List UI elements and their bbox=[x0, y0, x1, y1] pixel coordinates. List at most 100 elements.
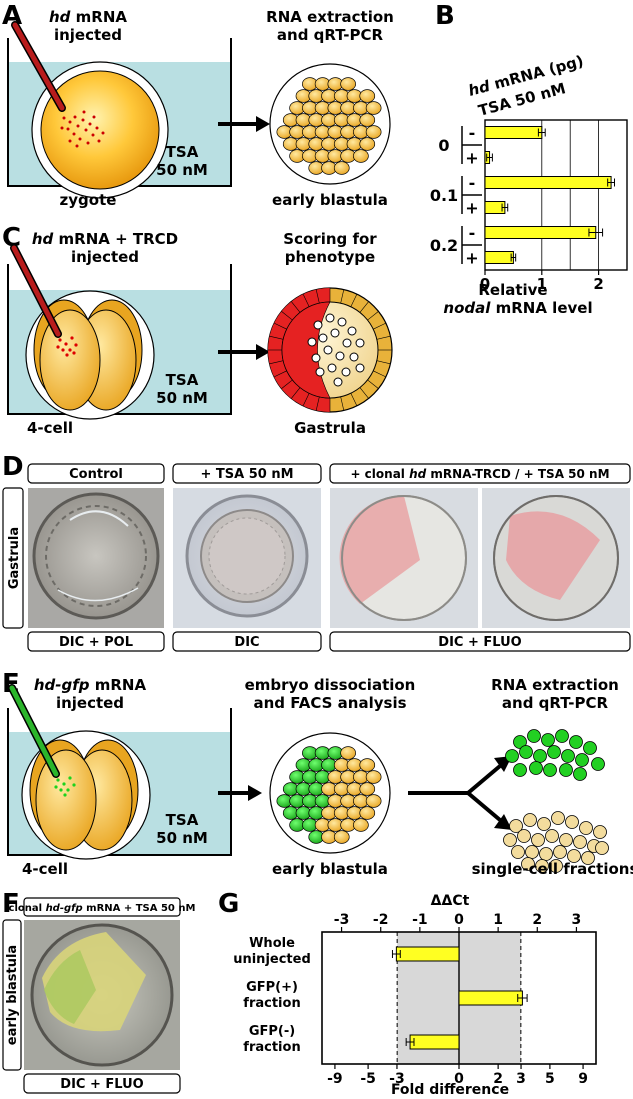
ectoderm-cell-border bbox=[367, 311, 379, 321]
split-arrow bbox=[408, 764, 502, 822]
gfp-negative-cell bbox=[509, 819, 523, 833]
blastomere bbox=[353, 818, 369, 832]
mesenchyme-cells bbox=[307, 313, 365, 387]
gfp-negative-cell bbox=[549, 859, 563, 873]
bottom-tick-label-g: -3 bbox=[389, 1071, 405, 1087]
panel-d-bottom-dicpol: DIC + POL bbox=[59, 635, 133, 650]
tsa-label-b: - bbox=[469, 174, 476, 193]
bar-b bbox=[484, 126, 543, 139]
gfp-negative-cell bbox=[525, 845, 539, 859]
blastomere bbox=[365, 101, 382, 115]
gfp-positive-cell bbox=[513, 763, 527, 777]
bar-g bbox=[458, 990, 523, 1006]
tsa-label-b: + bbox=[465, 149, 478, 168]
gastrula-diagram bbox=[267, 287, 393, 413]
blastomere bbox=[333, 830, 350, 844]
bar-b bbox=[484, 226, 597, 239]
gfp-negative-cell bbox=[559, 833, 573, 847]
gfp-negative-cell bbox=[565, 815, 579, 829]
panel-a-tsa-conc: 50 nM bbox=[156, 161, 208, 179]
ectoderm-cell-border bbox=[340, 289, 345, 304]
panel-e-mid-1: embryo dissociation bbox=[245, 676, 416, 694]
x-tick-label-b: 2 bbox=[593, 275, 603, 293]
blastomere bbox=[359, 89, 376, 103]
bottom-tick-label-g: 9 bbox=[578, 1071, 588, 1087]
category-label-g: GFP(+) bbox=[246, 980, 298, 995]
panel-c-tsa-conc: 50 nM bbox=[156, 389, 208, 407]
panel-d-side-gastrula: Gastrula bbox=[7, 527, 22, 589]
gfp-negative-cell bbox=[593, 825, 607, 839]
bottom-tick-label-g: 0 bbox=[454, 1071, 464, 1087]
panel-c-stage-gastrula: Gastrula bbox=[294, 419, 366, 437]
gfp-negative-cell bbox=[545, 829, 559, 843]
top-tick-label-g: 0 bbox=[454, 912, 464, 928]
gfp-negative-cell bbox=[581, 851, 595, 865]
ectoderm-cell-border bbox=[376, 335, 391, 340]
blastomere bbox=[365, 794, 382, 808]
zygote-egg bbox=[40, 70, 160, 190]
tsa-label-b: - bbox=[469, 224, 476, 243]
category-label-g: uninjected bbox=[233, 952, 311, 967]
panel-c-tsa: TSA bbox=[166, 371, 199, 389]
panel-e-right-1: RNA extraction bbox=[491, 676, 619, 694]
gfp-positive-cell bbox=[583, 741, 597, 755]
category-label-g: fraction bbox=[243, 1040, 300, 1055]
panel-a-injection-label: hd mRNA bbox=[49, 8, 127, 26]
gfp-positive-cell bbox=[541, 733, 555, 747]
blastomere bbox=[340, 746, 356, 760]
panel-b-xlabel-1: Relative bbox=[478, 281, 547, 299]
panel-a-stage-zygote: zygote bbox=[60, 191, 117, 209]
blastomere bbox=[359, 758, 376, 772]
panel-a-injection-label-2: injected bbox=[54, 26, 122, 44]
gfp-positive-cell bbox=[555, 729, 569, 743]
gfp-negative-cell bbox=[521, 857, 535, 871]
top-tick-label-g: -3 bbox=[334, 912, 350, 928]
photo-clonal-2 bbox=[482, 488, 630, 628]
panel-f-top-label: clonal hd-gfp mRNA + TSA 50 nM bbox=[9, 903, 196, 914]
culture-dish-e bbox=[7, 708, 232, 856]
ectoderm-cell-border bbox=[315, 289, 320, 304]
ectoderm-cell-border bbox=[291, 387, 301, 399]
gfp-positive-cell bbox=[529, 761, 543, 775]
panel-e-injection-label: hd-gfp mRNA bbox=[34, 676, 147, 694]
blastomere bbox=[333, 161, 350, 175]
gfp-positive-cell bbox=[513, 735, 527, 749]
gfp-negative-cell bbox=[553, 845, 567, 859]
gfp-positive-cell bbox=[527, 729, 541, 743]
bar-g bbox=[409, 1034, 460, 1050]
culture-dish-c bbox=[7, 264, 232, 415]
panel-e-right-2: and qRT-PCR bbox=[502, 694, 609, 712]
panel-e-injection-label-2: injected bbox=[56, 694, 124, 712]
photo-clonal-1 bbox=[330, 488, 478, 628]
gfp-positive-cell bbox=[547, 745, 561, 759]
panel-c-right-1: Scoring for bbox=[283, 230, 377, 248]
panel-a-tsa: TSA bbox=[166, 143, 199, 161]
gfp-negative-cell bbox=[531, 833, 545, 847]
panel-f-side-label: early blastula bbox=[5, 945, 20, 1045]
ectoderm-cell-border bbox=[269, 335, 284, 340]
gfp-negative-cell bbox=[523, 813, 537, 827]
ectoderm-cell-border bbox=[269, 360, 284, 365]
panel-a-stage-blastula: early blastula bbox=[272, 191, 388, 209]
panel-e-mid-stage: early blastula bbox=[272, 860, 388, 878]
panel-a-right-1: RNA extraction bbox=[266, 8, 394, 26]
ectoderm-cell-border bbox=[376, 360, 391, 365]
top-tick-label-g: 2 bbox=[532, 912, 542, 928]
tsa-label-b: + bbox=[465, 249, 478, 268]
gfp-positive-cell bbox=[543, 763, 557, 777]
category-label-g: fraction bbox=[243, 996, 300, 1011]
gfp-positive-cell bbox=[573, 767, 587, 781]
blastomere bbox=[365, 125, 382, 139]
ectoderm-cell-border bbox=[359, 387, 369, 399]
injected-gfp-dots bbox=[54, 776, 76, 797]
blastomere bbox=[353, 149, 369, 163]
gfp-negative-cell bbox=[595, 841, 609, 855]
panel-d-top-tsa: + TSA 50 nM bbox=[200, 467, 293, 482]
gfp-negative-cell bbox=[503, 833, 517, 847]
injected-mrna-dots bbox=[60, 110, 105, 148]
ectoderm-cell-border bbox=[274, 370, 287, 378]
gfp-negative-cell bbox=[535, 859, 549, 873]
